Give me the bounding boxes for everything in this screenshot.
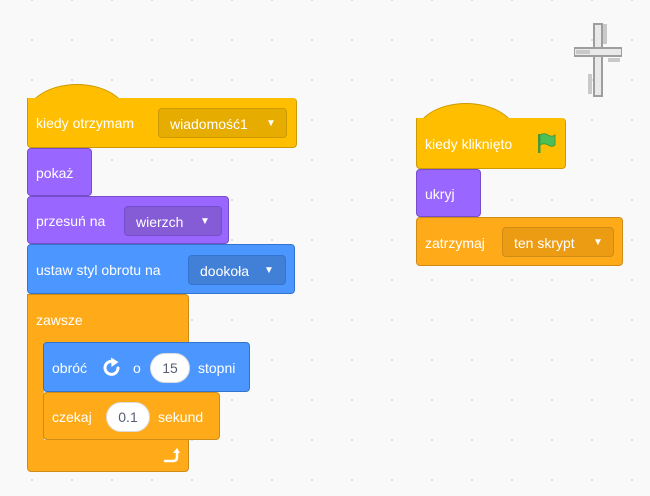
chevron-down-icon: ▼ <box>266 118 276 129</box>
hide-block[interactable]: ukryj <box>416 169 481 217</box>
forever-arm <box>27 342 44 442</box>
degrees-label: stopni <box>198 360 236 376</box>
go-to-layer-label: przesuń na <box>36 213 106 229</box>
forever-label: zawsze <box>36 312 83 328</box>
layer-dropdown-value: wierzch <box>136 214 184 230</box>
when-flag-clicked-label: kiedy kliknięto <box>425 136 513 152</box>
stop-block[interactable]: zatrzymaj ten skrypt ▼ <box>416 217 623 266</box>
hide-label: ukryj <box>425 186 455 202</box>
wait-label: czekaj <box>52 409 92 425</box>
cleanup-cross-icon[interactable] <box>574 22 622 98</box>
when-i-receive-label: kiedy otrzymam <box>36 115 135 131</box>
message-dropdown[interactable]: wiadomość1 ▼ <box>158 108 287 138</box>
turn-right-block[interactable]: obróć o 15 stopni <box>43 342 250 392</box>
chevron-down-icon: ▼ <box>593 237 603 248</box>
stop-option-dropdown[interactable]: ten skrypt ▼ <box>502 227 614 257</box>
layer-dropdown[interactable]: wierzch ▼ <box>124 206 222 236</box>
wait-block[interactable]: czekaj 0.1 sekund <box>43 392 220 440</box>
rotation-style-dropdown-value: dookoła <box>200 263 250 279</box>
degrees-input[interactable]: 15 <box>150 353 190 383</box>
seconds-label: sekund <box>158 409 204 425</box>
seconds-input[interactable]: 0.1 <box>106 402 150 432</box>
stop-option-value: ten skrypt <box>514 235 575 251</box>
rotation-style-dropdown[interactable]: dookoła ▼ <box>188 255 286 285</box>
chevron-down-icon: ▼ <box>264 265 274 276</box>
go-to-layer-block[interactable]: przesuń na wierzch ▼ <box>27 196 229 244</box>
forever-bottom[interactable] <box>27 440 189 472</box>
show-block[interactable]: pokaż <box>27 148 92 196</box>
rotate-right-icon <box>103 357 120 376</box>
loop-arrow-icon <box>163 448 180 463</box>
green-flag-icon <box>538 133 556 153</box>
show-label: pokaż <box>36 165 74 181</box>
forever-top[interactable]: zawsze <box>27 294 189 343</box>
message-dropdown-value: wiadomość1 <box>170 116 248 132</box>
turn-mid-label: o <box>133 360 141 376</box>
stop-label: zatrzymaj <box>425 235 485 251</box>
chevron-down-icon: ▼ <box>200 216 210 227</box>
when-flag-clicked-block[interactable]: kiedy kliknięto <box>416 118 566 169</box>
when-i-receive-block[interactable]: kiedy otrzymam wiadomość1 ▼ <box>27 98 297 148</box>
set-rotation-style-label: ustaw styl obrotu na <box>36 262 161 278</box>
set-rotation-style-block[interactable]: ustaw styl obrotu na dookoła ▼ <box>27 244 295 294</box>
turn-label: obróć <box>52 360 88 376</box>
